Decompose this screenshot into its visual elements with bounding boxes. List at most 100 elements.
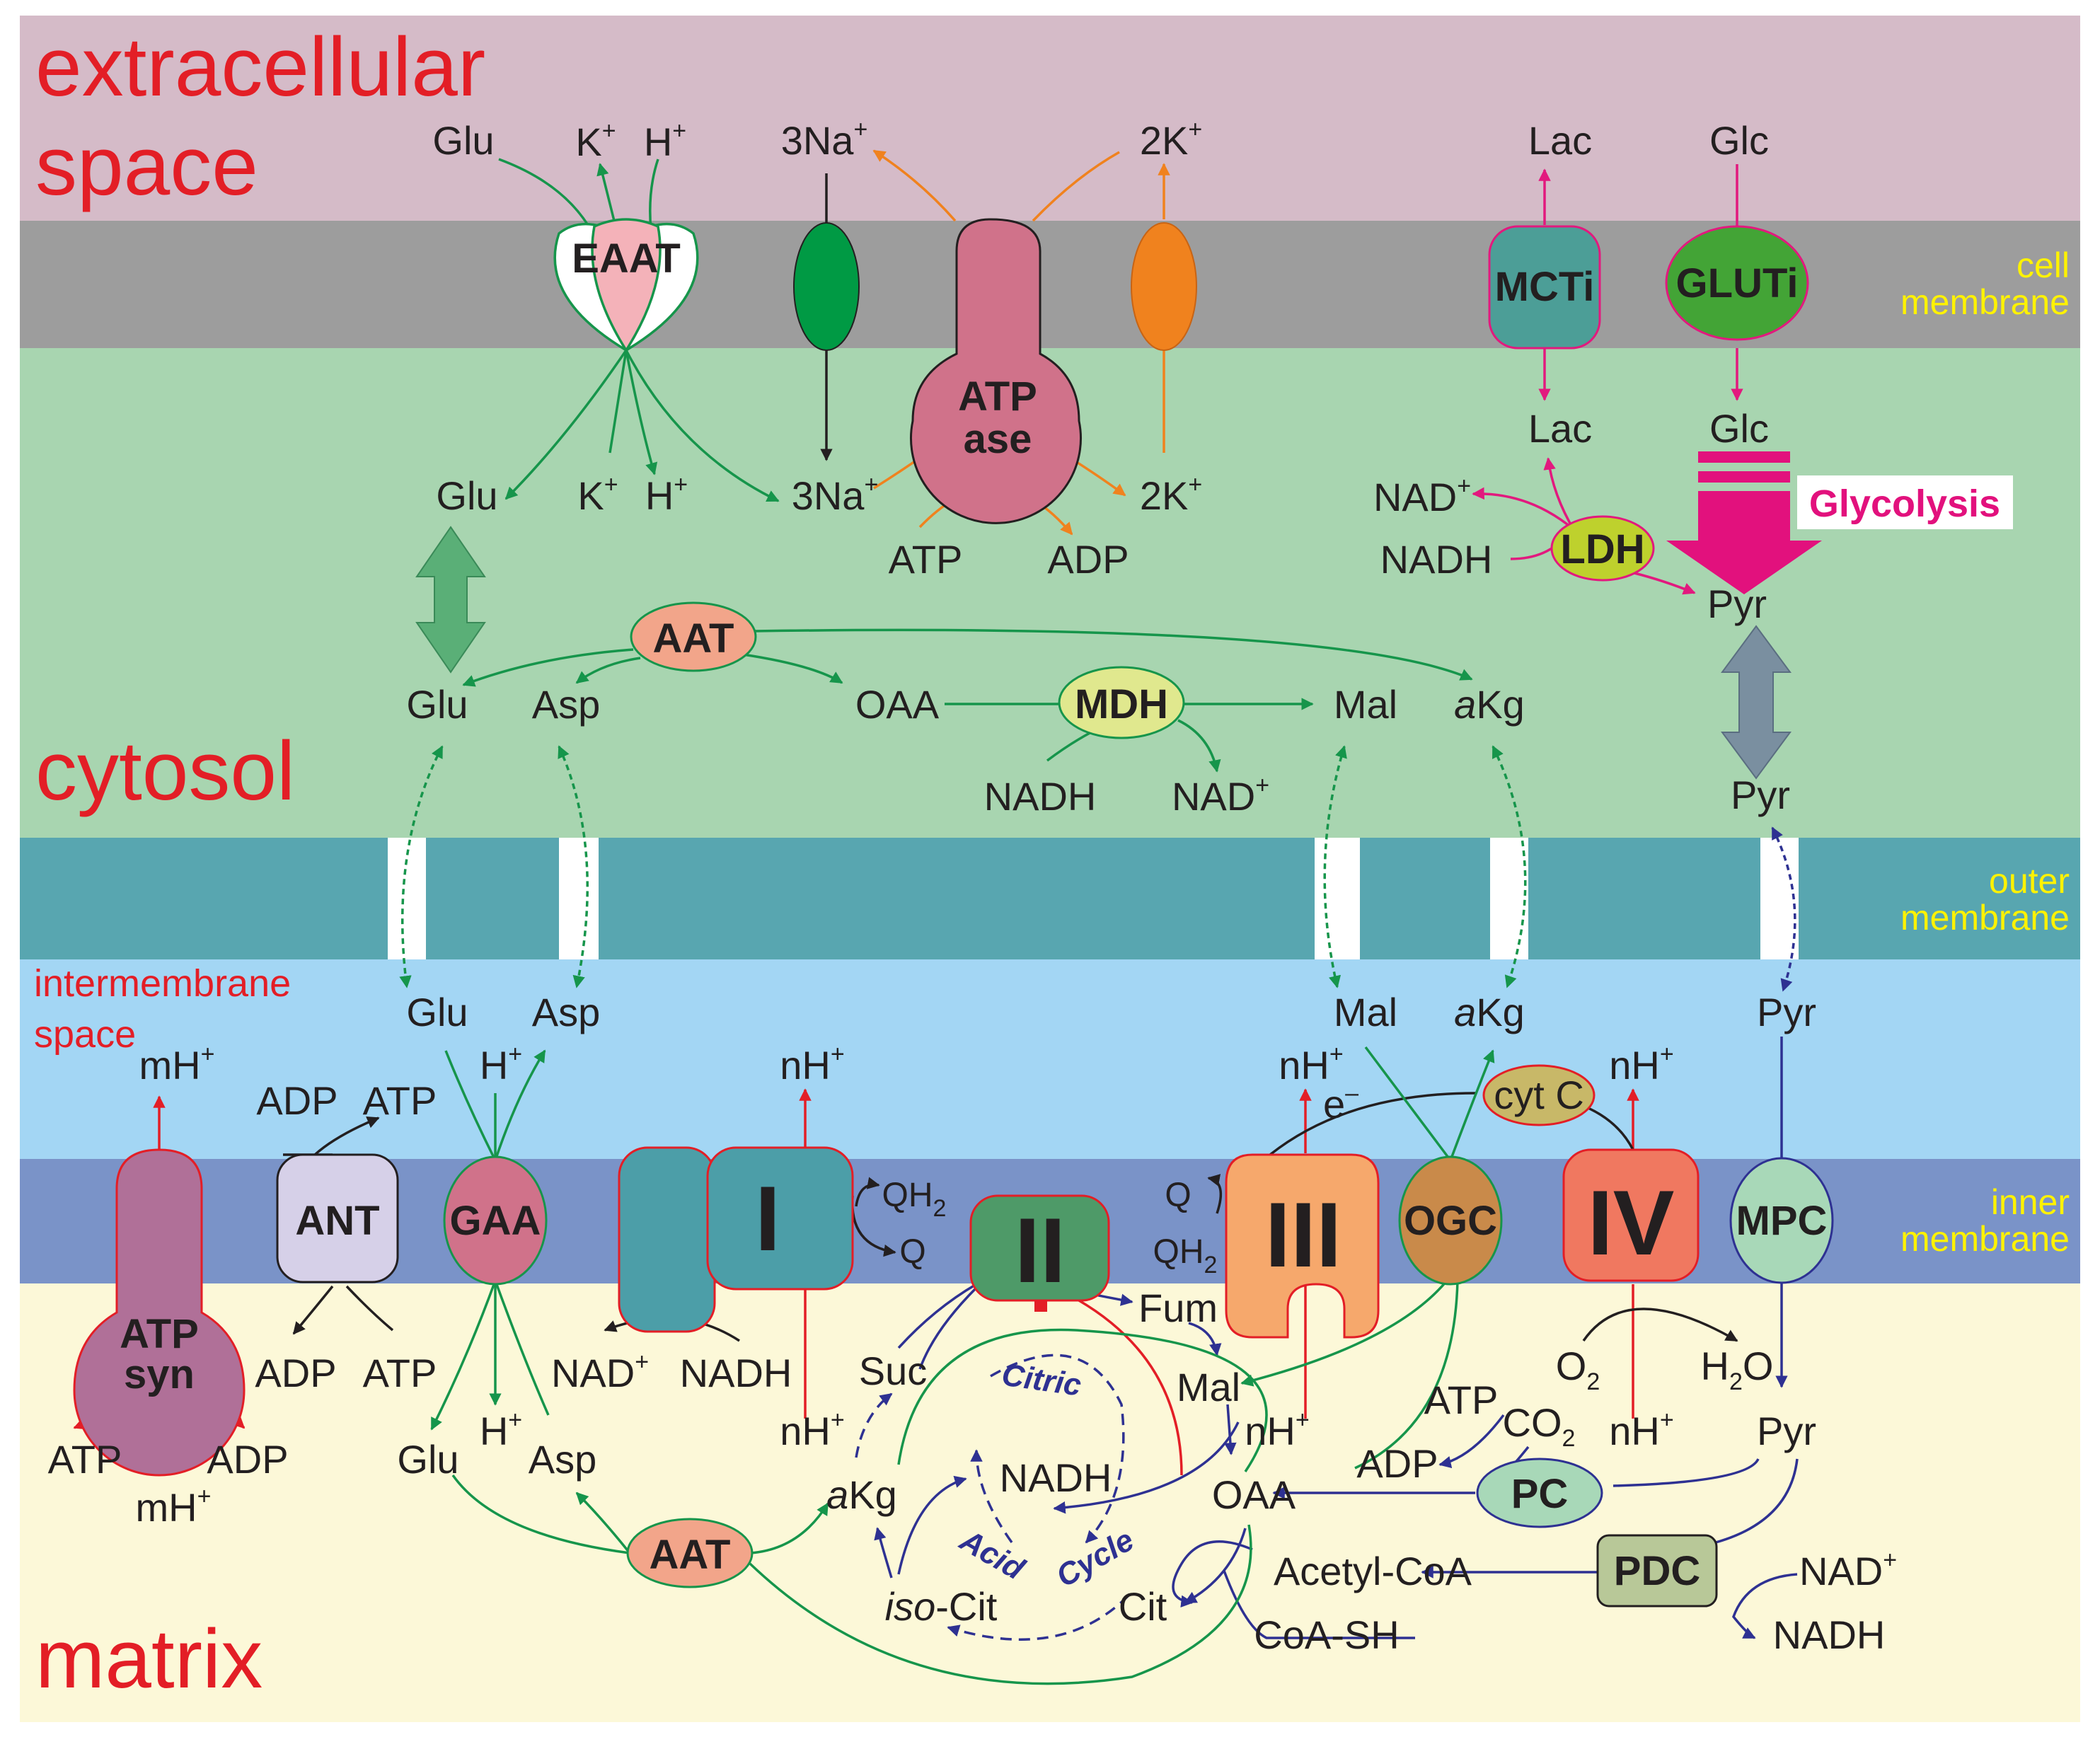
pdc-enzyme [1596,1534,1718,1608]
adp-intermembrane: ADP [256,1078,338,1123]
ogc-arrow-mal-in [1364,1046,1452,1162]
mal-cytosol: Mal [1334,682,1397,727]
complex3-cytc-link [1269,1092,1476,1156]
atp-cytosol: ATP [889,537,963,582]
complex1-qh2-arrow [855,1177,880,1207]
q-complex1: Q [899,1233,925,1271]
h-cytosol: H+ [645,471,688,518]
ant-transporter [276,1153,399,1283]
glut-label: GLUTi [1676,260,1799,306]
aat-matrix-arrow-asp [575,1491,631,1554]
pdc-label: PDC [1614,1548,1700,1594]
lac-extracellular: Lac [1528,118,1592,163]
extracellular-label-1: extracellular [35,21,485,114]
ant-arrow-adp-in [292,1285,334,1335]
eaat-arrow-na-cyto [625,350,780,502]
complex-1-label: I [755,1167,780,1270]
tca-fum-to-mal [1188,1322,1222,1356]
ant-arrow-atp-in [345,1285,394,1332]
tca-cit-to-isocit [947,1594,1130,1641]
eaat-transporter [553,218,699,353]
cit-matrix: Cit [1119,1584,1167,1629]
atpase-label-2: ase [964,416,1032,462]
pc-arrow-atp-adp [1438,1414,1505,1469]
akg-cytosol: aKg [1454,682,1525,727]
complex2-arrow-suc [897,1283,977,1349]
porin-mal [1323,745,1347,988]
aat-cyto-arrow-akg [753,628,1473,681]
complex4-o2-h2o [1582,1308,1738,1342]
co2-matrix: CO2 [1503,1400,1576,1452]
atp-matrix-pc: ATP [1424,1378,1499,1422]
h-extracellular: H+ [644,117,686,164]
cytc-label: cyt C [1494,1073,1584,1117]
tca-akg-to-suc [855,1392,893,1458]
nad-cytosol-ldh: NAD+ [1373,473,1471,519]
k-channel [1131,222,1197,351]
atpase-label-1: ATP [958,374,1037,420]
tca-inner-dashed [990,1354,1125,1544]
tca-mal-to-oaa [1224,1404,1237,1455]
gaa-arrow-glu-in [444,1050,497,1161]
aat-matrix-arrow-glu [451,1474,630,1554]
k-2-extracellular: 2K+ [1140,116,1202,163]
mdh-arrow-nad [1177,719,1221,773]
ogc-arrow-akg-out [1449,1049,1495,1161]
eaat-arrow-glu-in [498,158,594,234]
gaa-transporter [443,1155,548,1286]
nh-intermembrane-complex3: nH+ [1279,1041,1343,1087]
pdc-arrow-nad [1732,1573,1798,1639]
aat-matrix-enzyme [626,1518,754,1588]
akg-matrix: aKg [826,1472,897,1517]
o2-matrix: O2 [1556,1344,1600,1395]
aat-matrix-arrow-akg [749,1502,829,1554]
cytosol-label: cytosol [35,725,295,818]
nad-matrix-pdc: NAD+ [1799,1547,1897,1593]
porin-pyr [1771,826,1796,992]
pyr-cytosol-2: Pyr [1731,773,1790,817]
aat-matrix-label: AAT [650,1532,731,1578]
ldh-enzyme [1550,515,1655,582]
adp-cytosol: ADP [1047,537,1129,582]
eaat-arrow-k-cyto [608,350,628,454]
adp-matrix-ant: ADP [255,1351,336,1395]
k-cytosol: K+ [577,471,618,518]
glycolysis-arrow [1666,451,1822,594]
complex3-q-cycle [1207,1174,1223,1214]
nadh-matrix-complex1: NADH [680,1351,792,1395]
mpc-transporter [1729,1157,1834,1284]
complex-3 [1225,1153,1380,1339]
atp-intermembrane: ATP [363,1078,437,1123]
nadh-matrix-pdc: NADH [1773,1612,1886,1657]
porin-asp [558,745,589,988]
outer-membrane-band [20,838,2080,959]
na-channel [793,222,860,351]
nadh-cytosol-ldh: NADH [1380,537,1493,582]
cytc-carrier [1482,1064,1596,1126]
coash-line [1223,1570,1415,1639]
qh2-complex3: QH2 [1153,1233,1218,1279]
cell-membrane-label-2: membrane [1900,282,2070,322]
asp-matrix: Asp [529,1437,597,1482]
glc-cytosol: Glc [1709,406,1769,451]
ldh-arrow-pyr [1634,572,1696,595]
mh-intermembrane: mH+ [139,1041,215,1087]
gaa-label: GAA [450,1198,541,1244]
mpc-label: MPC [1736,1198,1828,1244]
atp-synthase-label-2: syn [124,1351,195,1397]
aat-matrix-arrow-oaa [749,1524,1252,1685]
pc-enzyme [1476,1458,1603,1528]
eaat-arrow-glu-cyto [504,350,628,500]
tca-oaa-nadh [1053,1421,1240,1514]
porin-glu [399,745,444,988]
aat-cytosol-label: AAT [653,616,734,662]
mdh-label: MDH [1075,681,1168,727]
atp-synthase-label-1: ATP [120,1311,199,1357]
nad-cytosol-mdh: NAD+ [1172,772,1269,819]
mdh-enzyme [1058,666,1185,739]
nh-matrix-complex4: nH+ [1609,1407,1673,1453]
pyr-intermembrane: Pyr [1757,990,1816,1034]
inner-membrane-label-2: membrane [1900,1219,2070,1259]
nh-intermembrane-complex4: nH+ [1609,1041,1673,1087]
